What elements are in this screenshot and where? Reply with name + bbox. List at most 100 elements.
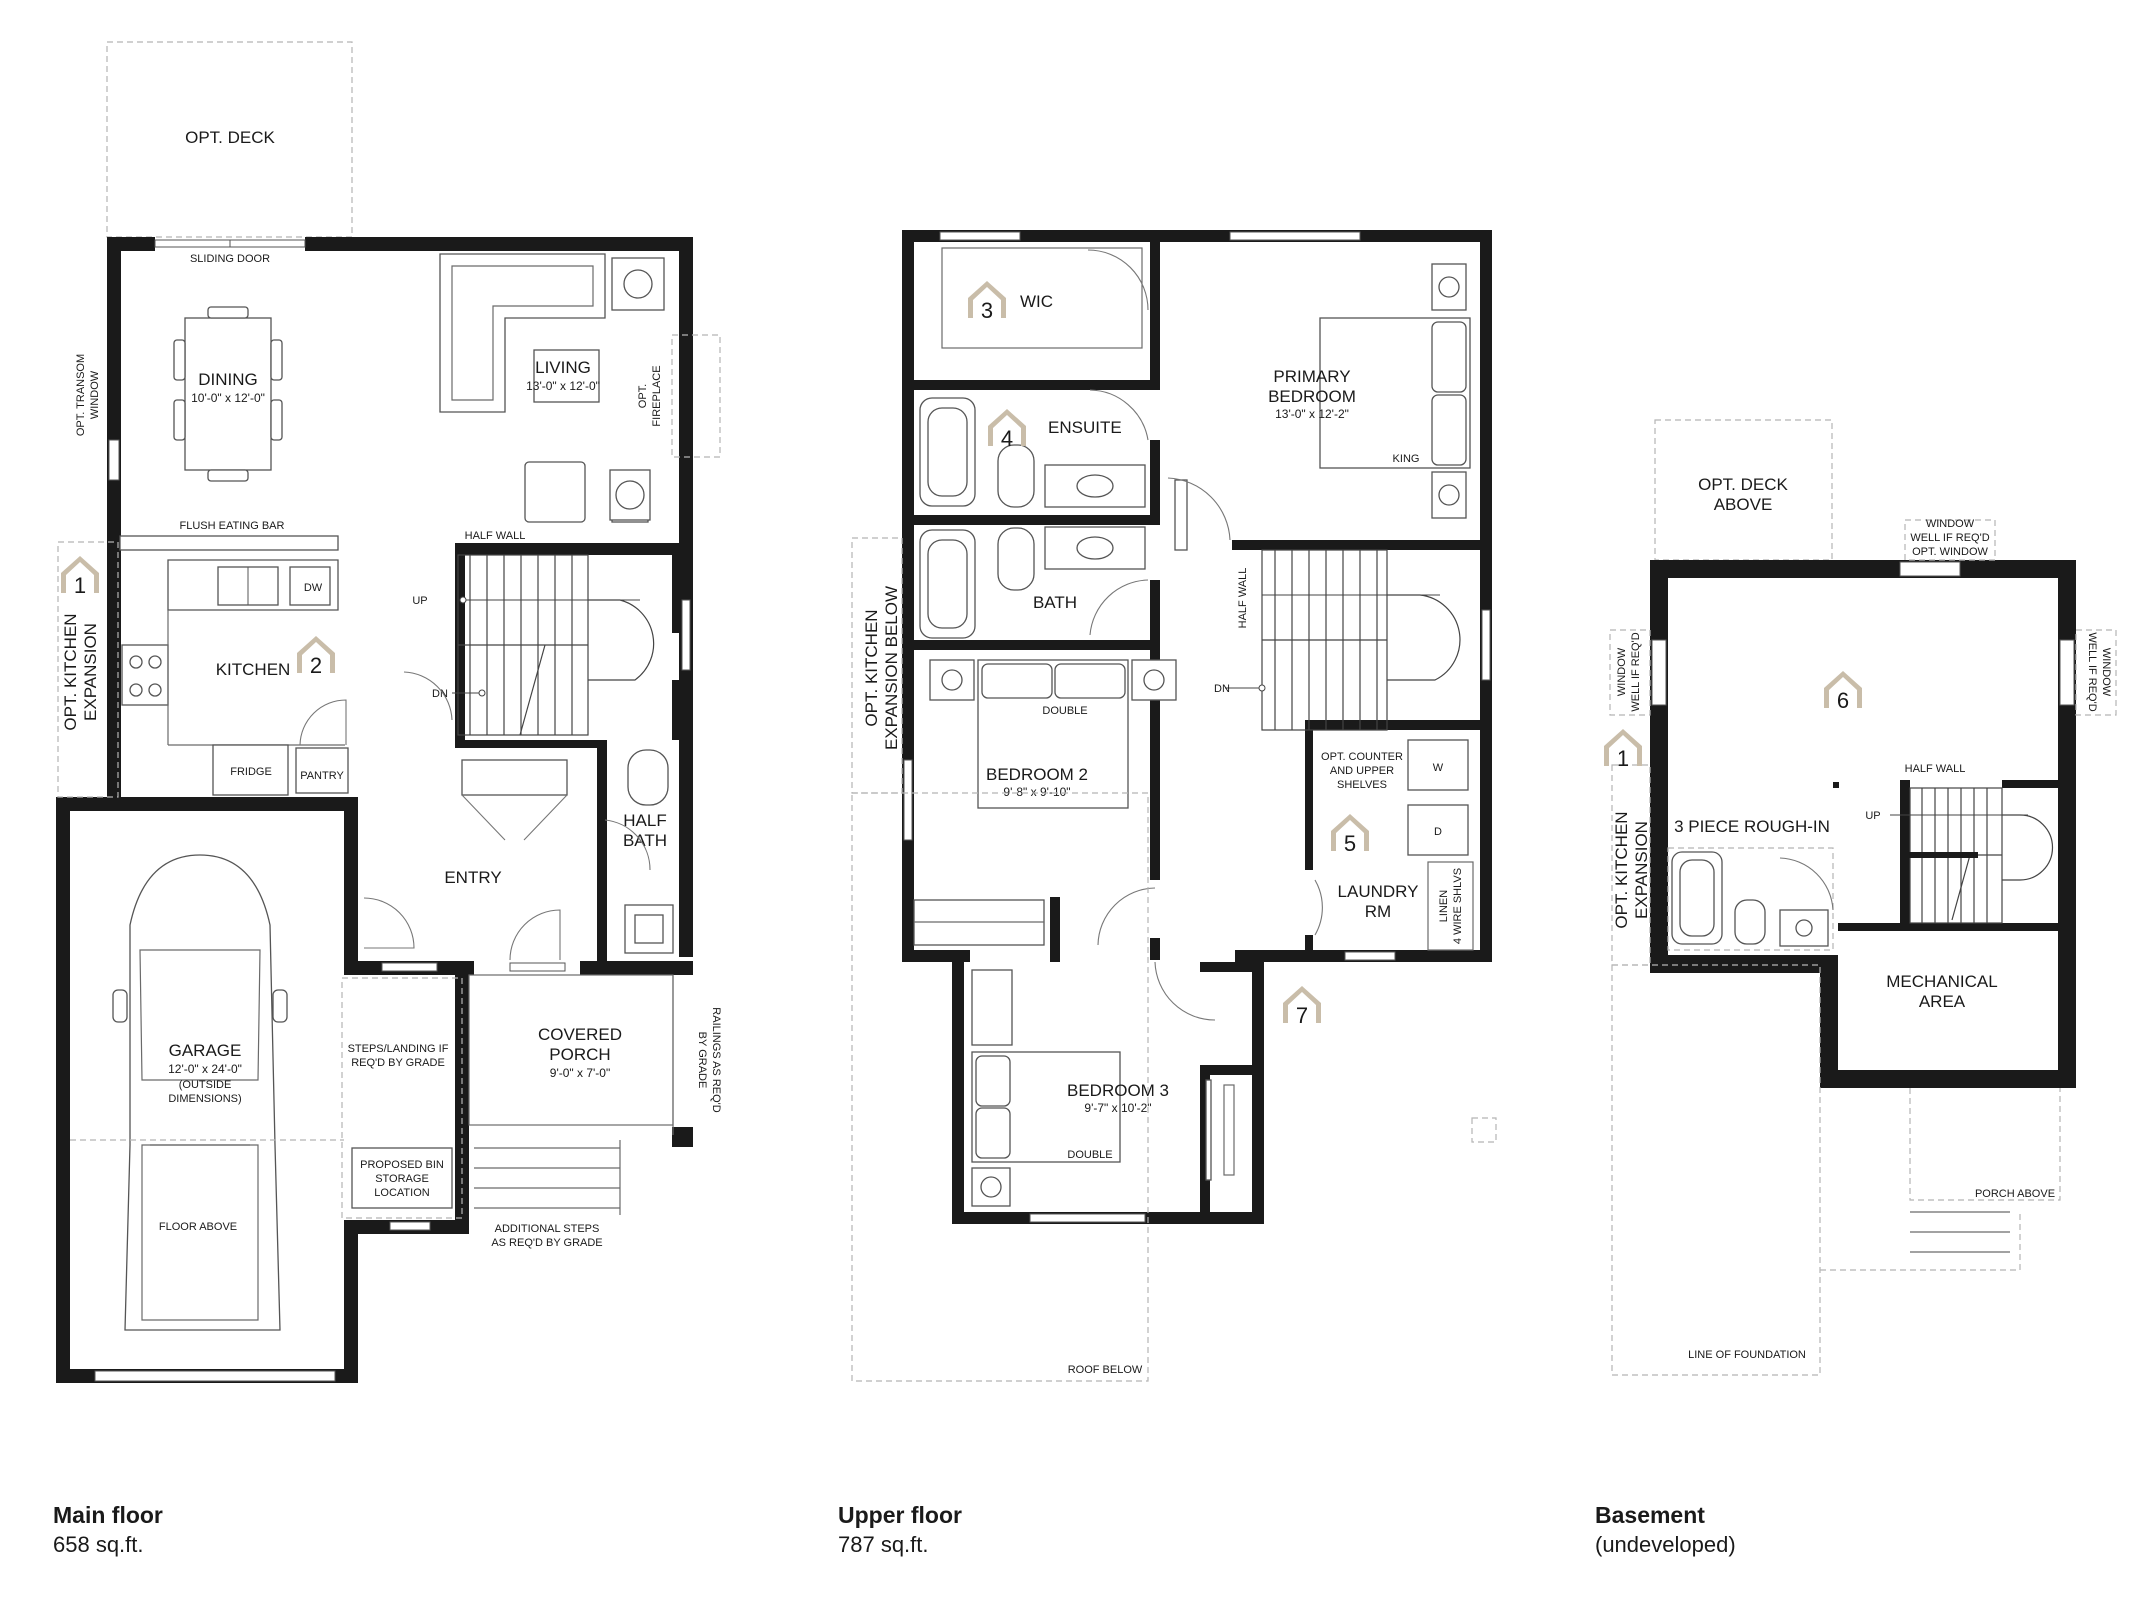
linen-label: LINEN	[1438, 890, 1450, 922]
opt-kitchen-expansion-label: OPT. KITCHEN	[61, 613, 80, 730]
mechanical-area-label: MECHANICAL	[1886, 972, 1997, 991]
window-well-left-label-2: WELL IF REQ'D	[1630, 632, 1642, 711]
rough-in-label: 3 PIECE ROUGH-IN	[1674, 817, 1830, 836]
king-bed	[1319, 263, 1471, 519]
steps-landing-label: STEPS/LANDING IF	[348, 1043, 449, 1055]
garage-label: GARAGE	[169, 1041, 242, 1060]
wic-label: WIC	[1020, 292, 1053, 311]
badge-3: 3	[981, 298, 993, 323]
half-bath-label: HALF	[623, 811, 666, 830]
double3-label: DOUBLE	[1067, 1149, 1112, 1161]
badge-4: 4	[1001, 426, 1013, 451]
dn-upper-label: DN	[1214, 683, 1230, 695]
main-floor-plan: OPT. DECK OPT.	[56, 41, 722, 1383]
bin-storage-label: PROPOSED BIN	[360, 1159, 444, 1171]
dn-label: DN	[432, 688, 448, 700]
opt-deck-above-label: OPT. DECK	[1698, 475, 1788, 494]
double-label: DOUBLE	[1042, 705, 1087, 717]
flush-eating-bar	[119, 535, 339, 551]
garage-dimensions: 12'-0" x 24'-0"	[168, 1062, 242, 1076]
mechanical-area-label-2: AREA	[1919, 992, 1966, 1011]
bedroom3-label: BEDROOM 3	[1067, 1081, 1169, 1100]
roof-below-label: ROOF BELOW	[1068, 1364, 1143, 1376]
dining-table	[173, 306, 283, 482]
opt-kitchen-expansion-basement-label: OPT. KITCHEN	[1612, 811, 1631, 928]
additional-steps-label-2: AS REQ'D BY GRADE	[491, 1237, 602, 1249]
living-label: LIVING	[535, 358, 591, 377]
main-floor-caption: Main floor 658 sq.ft.	[53, 1500, 163, 1560]
basement-title: Basement	[1595, 1502, 1705, 1528]
laundry-label: LAUNDRY	[1338, 882, 1419, 901]
railings-label: RAILINGS AS REQ'D	[710, 1007, 722, 1112]
bath-label: BATH	[1033, 593, 1077, 612]
living-sofa	[439, 253, 665, 523]
primary-bedroom-dimensions: 13'-0" x 12'-2"	[1275, 407, 1349, 421]
opt-fireplace-label-2: FIREPLACE	[651, 365, 663, 426]
basement-status: (undeveloped)	[1595, 1532, 1736, 1557]
garage-note-2: DIMENSIONS)	[168, 1093, 241, 1105]
upper-floor-area: 787 sq.ft.	[838, 1532, 929, 1557]
main-floor-area: 658 sq.ft.	[53, 1532, 144, 1557]
main-stairs	[457, 554, 655, 736]
main-floor-title: Main floor	[53, 1502, 163, 1528]
covered-porch-label-2: PORCH	[549, 1045, 610, 1064]
half-wall-basement-label: HALF WALL	[1905, 763, 1966, 775]
basement-caption: Basement (undeveloped)	[1595, 1500, 1736, 1560]
covered-porch-label: COVERED	[538, 1025, 622, 1044]
opt-fireplace-label: OPT.	[637, 384, 649, 408]
up-basement-label: UP	[1865, 810, 1880, 822]
window-well-top-label-2: WELL IF REQ'D	[1910, 532, 1989, 544]
half-bath-label-2: BATH	[623, 831, 667, 850]
dryer-label: D	[1434, 826, 1442, 838]
fridge	[212, 744, 289, 796]
stove	[121, 644, 169, 706]
window-well-left-label: WINDOW	[1616, 647, 1628, 696]
upper-floor-plan: 3 WIC PRIMARY BEDROOM 13'-0" x 12'-2" KI…	[851, 230, 1497, 1382]
badge-6: 6	[1837, 688, 1849, 713]
opt-kitchen-expansion-label-2: EXPANSION	[81, 623, 100, 721]
garage-note: (OUTSIDE	[179, 1079, 232, 1091]
window-well-top-label: WINDOW	[1926, 518, 1975, 530]
counter-shelves-label: OPT. COUNTER	[1321, 751, 1403, 763]
sliding-door-label: SLIDING DOOR	[190, 253, 270, 265]
bedroom2-label: BEDROOM 2	[986, 765, 1088, 784]
opt-deck-above-label-2: ABOVE	[1714, 495, 1773, 514]
up-label: UP	[412, 595, 427, 607]
bedroom2-bed	[929, 659, 1177, 809]
laundry-label-2: RM	[1365, 902, 1391, 921]
kitchen-label: KITCHEN	[216, 660, 291, 679]
bedroom3-dimensions: 9'-7" x 10'-2"	[1084, 1101, 1151, 1115]
upper-floor-title: Upper floor	[838, 1502, 962, 1528]
opt-deck-label: OPT. DECK	[185, 128, 275, 147]
upper-floor-caption: Upper floor 787 sq.ft.	[838, 1500, 962, 1560]
washer-label: W	[1433, 762, 1444, 774]
opt-deck-outline	[106, 41, 353, 238]
flush-eating-bar-label: FLUSH EATING BAR	[180, 520, 285, 532]
counter-shelves-label-3: SHELVES	[1337, 779, 1387, 791]
king-label: KING	[1393, 453, 1420, 465]
opt-kitchen-expansion-below-label-2: EXPANSION BELOW	[882, 586, 901, 750]
bedroom2-dimensions: 9'-8" x 9'-10"	[1003, 785, 1070, 799]
badge-1-main: 1	[74, 573, 86, 598]
badge-2: 2	[310, 653, 322, 678]
entry-label: ENTRY	[444, 868, 501, 887]
counter-shelves-label-2: AND UPPER	[1330, 765, 1394, 777]
opt-transom-label: OPT. TRANSOM	[75, 354, 87, 436]
opt-kitchen-expansion-below-label: OPT. KITCHEN	[862, 609, 881, 726]
steps-landing-label-2: REQ'D BY GRADE	[351, 1057, 445, 1069]
additional-steps-label: ADDITIONAL STEPS	[495, 1223, 600, 1235]
badge-7: 7	[1296, 1003, 1308, 1028]
badge-1-basement: 1	[1617, 746, 1629, 771]
svg-text:OPT.: OPT.	[637, 384, 649, 408]
window-well-right-label-2: WELL IF REQ'D	[2086, 632, 2098, 711]
primary-bedroom-label: PRIMARY	[1273, 367, 1350, 386]
line-of-foundation-label: LINE OF FOUNDATION	[1688, 1349, 1806, 1361]
porch-above-label: PORCH ABOVE	[1975, 1188, 2055, 1200]
window-well-right-label: WINDOW	[2100, 648, 2112, 697]
floor-above-label: FLOOR ABOVE	[159, 1221, 237, 1233]
living-dimensions: 13'-0" x 12'-0"	[526, 379, 600, 393]
half-bath-toilet	[627, 749, 669, 806]
covered-porch-dimensions: 9'-0" x 7'-0"	[550, 1066, 610, 1080]
dining-dimensions: 10'-0" x 12'-0"	[191, 391, 265, 405]
